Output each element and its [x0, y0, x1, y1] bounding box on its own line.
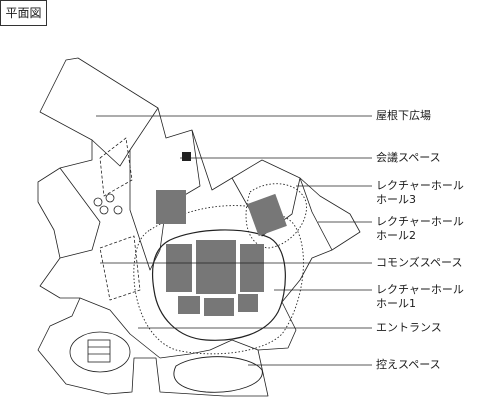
hall1-outline	[151, 229, 286, 341]
hall2-slab	[299, 177, 333, 251]
label-hall2: レクチャーホールホール2	[376, 215, 464, 242]
rooftop-slab	[91, 107, 159, 167]
hall3-loop	[245, 183, 307, 249]
label-waiting: 控えスペース	[376, 358, 441, 371]
label-entrance: エントランス	[376, 321, 442, 334]
south-slab	[79, 297, 161, 359]
hall2-3-seating	[156, 190, 287, 237]
west-slab	[59, 167, 101, 259]
entrance-core	[69, 331, 131, 373]
building-outline	[37, 57, 361, 397]
label-hall3: レクチャーホールホール3	[376, 179, 464, 206]
label-rooftop: 屋根下広場	[376, 109, 431, 122]
waiting-pod	[173, 356, 263, 393]
meeting-slab	[129, 129, 201, 271]
southeast-slab	[159, 339, 259, 359]
hall1-seating	[166, 240, 264, 316]
meeting-tables	[93, 193, 123, 215]
plan-title-badge: 平面図	[0, 0, 47, 26]
label-meeting: 会議スペース	[376, 151, 441, 164]
hall3-slab	[231, 177, 301, 237]
label-commons: コモンズスペース	[376, 256, 463, 269]
leader-lines	[96, 115, 372, 366]
meeting-stair	[182, 152, 191, 161]
label-hall1: レクチャーホールホール1	[376, 283, 464, 310]
